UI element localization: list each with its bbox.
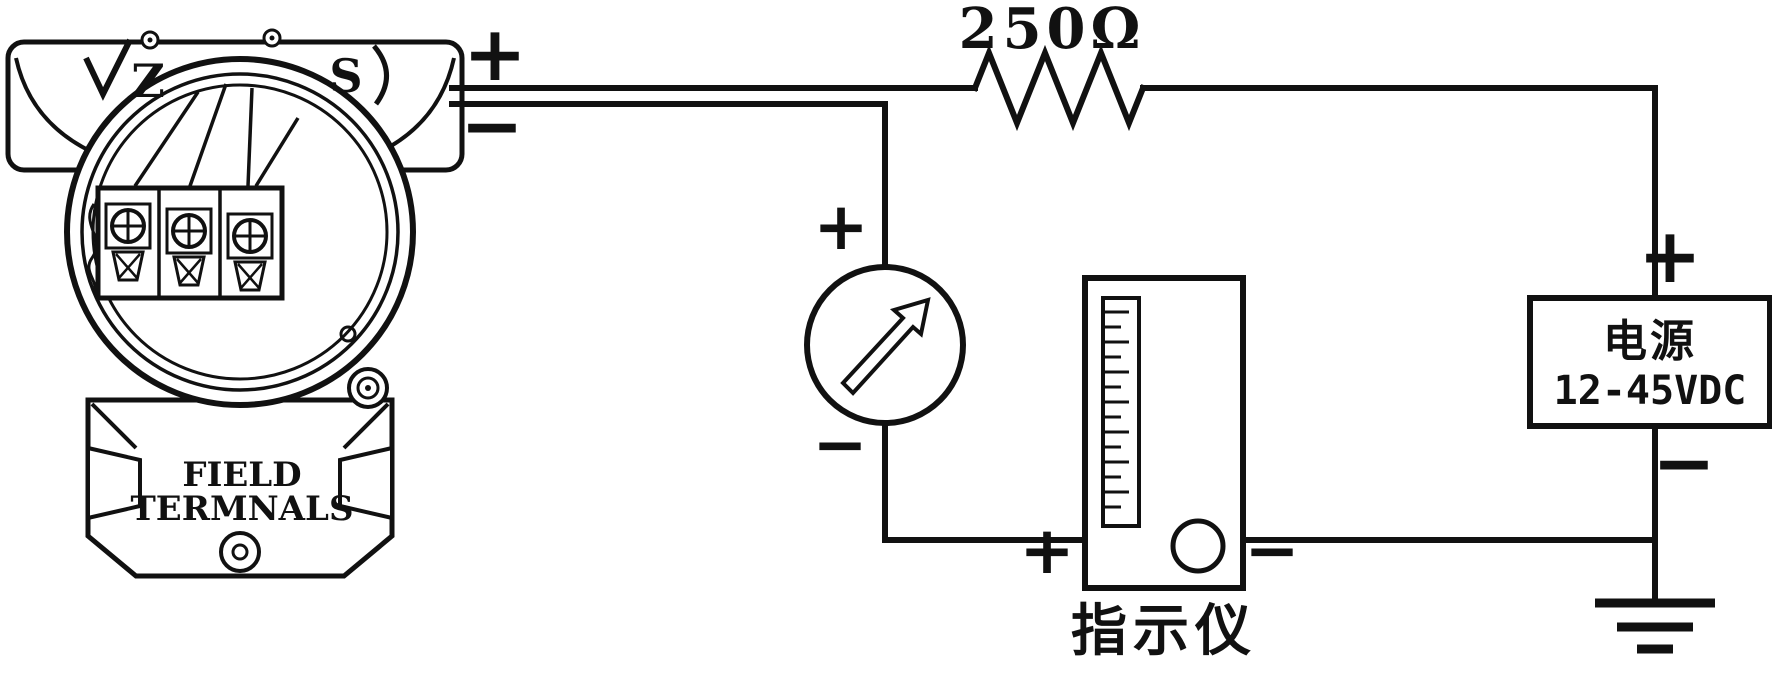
indicator-scale-ticks — [1103, 310, 1129, 509]
power-supply-name: 电源 — [1603, 316, 1697, 367]
indicator-scale — [1101, 296, 1141, 528]
ground-icon — [1595, 598, 1715, 654]
terminal-screw-frame — [226, 212, 274, 260]
cover-left-curve — [14, 57, 93, 154]
side-screw-dot — [365, 385, 371, 391]
internal-wire — [188, 83, 228, 187]
terminal-clamp — [172, 255, 206, 287]
terminal-block — [95, 185, 285, 301]
clamp-line — [115, 253, 138, 279]
housing-corner-line — [342, 402, 390, 450]
indicator-label: 指示仪 — [1071, 599, 1257, 664]
indicator-minus-sign: − — [1244, 512, 1299, 589]
body-ring — [80, 72, 400, 392]
transmitter: Z S FIELD TERMNALS + − — [5, 9, 527, 579]
zero-check-icon — [83, 38, 133, 101]
transmitter-base-housing — [85, 397, 395, 579]
indicator-plus-sign: + — [1019, 512, 1074, 589]
cover-screw-dot — [269, 35, 275, 41]
clamp-line — [179, 258, 202, 284]
bottom-screw-ring — [231, 543, 249, 561]
resistor-value-label: 250Ω — [959, 0, 1146, 62]
ammeter: + − — [804, 188, 966, 483]
clamp-line — [237, 263, 260, 289]
resistor: 250Ω — [959, 0, 1147, 132]
span-adjust-label: S — [329, 49, 362, 103]
clamp-line — [240, 263, 263, 289]
indicator-adjust-knob — [1170, 518, 1226, 574]
wire-minus-to-ammeter — [449, 101, 888, 270]
internal-wire — [254, 117, 300, 187]
terminal-screw-frame — [104, 202, 152, 250]
terminal-screw-frame — [165, 207, 213, 255]
field-terminals-caption-line2: TERMNALS — [130, 489, 353, 529]
resistor-zigzag-icon — [971, 44, 1147, 132]
transmitter-plus-sign: + — [463, 9, 527, 98]
loop-wiring — [449, 85, 1658, 603]
bottom-screw-icon — [219, 531, 261, 573]
power-plus-sign: + — [1638, 211, 1702, 300]
power-supply-box — [1527, 295, 1772, 429]
terminal-clamp — [111, 250, 145, 282]
transmitter-minus-sign: − — [460, 81, 524, 170]
span-curve-icon — [372, 44, 389, 106]
zero-adjust-label: Z — [131, 54, 165, 108]
ammeter-minus-sign: − — [812, 406, 867, 483]
internal-wire — [246, 87, 254, 187]
wire-ammeter-to-indicator — [882, 420, 1088, 543]
housing-left-tab — [86, 445, 142, 521]
power-minus-sign: − — [1652, 418, 1716, 507]
power-supply: + 电源 12-45VDC − — [1527, 211, 1772, 507]
clamp-line — [118, 253, 141, 279]
ammeter-plus-sign: + — [813, 188, 868, 265]
field-terminals-caption-line1: FIELD — [182, 455, 301, 495]
side-screw-ring — [356, 376, 380, 400]
wire-resistor-to-supply — [1140, 85, 1658, 301]
indicator: + − 指示仪 — [1019, 275, 1300, 664]
housing-right-tab — [338, 445, 394, 521]
cover-screw-dot — [147, 37, 153, 43]
internal-wire — [133, 91, 200, 187]
terminal-clamp — [233, 260, 267, 292]
vent-hole — [339, 325, 357, 343]
clamp-line — [176, 258, 199, 284]
power-supply-rating: 12-45VDC — [1554, 368, 1747, 414]
ammeter-arrow-icon — [840, 297, 931, 396]
housing-corner-line — [90, 402, 138, 450]
internal-wire-squiggle — [87, 203, 98, 295]
